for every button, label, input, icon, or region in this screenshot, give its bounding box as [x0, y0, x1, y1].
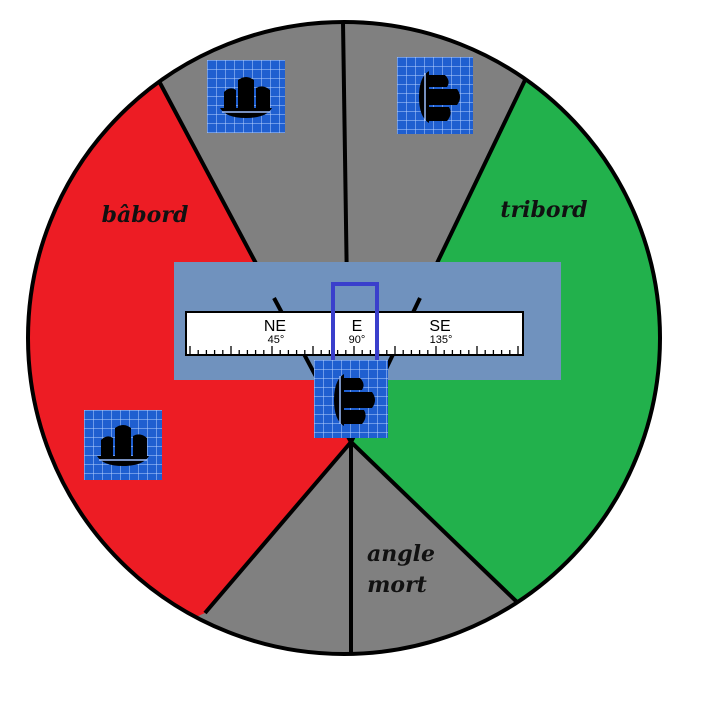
compass-label-se: SE — [429, 318, 450, 335]
blind-spot-label-line1: angle — [367, 541, 435, 567]
starboard-label: tribord — [500, 197, 587, 223]
divider-starboard-aft — [349, 440, 520, 605]
compass-label-e: E — [352, 318, 363, 335]
outer-circle — [26, 20, 662, 656]
compass-label-ne: NE — [264, 318, 286, 335]
compass-strip: NE 45° E 90° SE 135° — [185, 311, 524, 356]
ship-tile-port — [84, 410, 162, 480]
ship-tile-own-vessel — [314, 360, 388, 438]
divider-port-aft — [203, 440, 353, 615]
ship-tile-forward-port — [207, 60, 285, 133]
divider-bow — [341, 21, 349, 291]
blind-spot-label-line2: mort — [367, 572, 427, 598]
compass-degree-e: 90° — [349, 334, 366, 346]
ship-tile-forward-starboard — [397, 57, 473, 134]
compass-degree-ne: 45° — [268, 334, 285, 346]
port-label: bâbord — [102, 202, 189, 228]
compass-degree-se: 135° — [430, 334, 453, 346]
